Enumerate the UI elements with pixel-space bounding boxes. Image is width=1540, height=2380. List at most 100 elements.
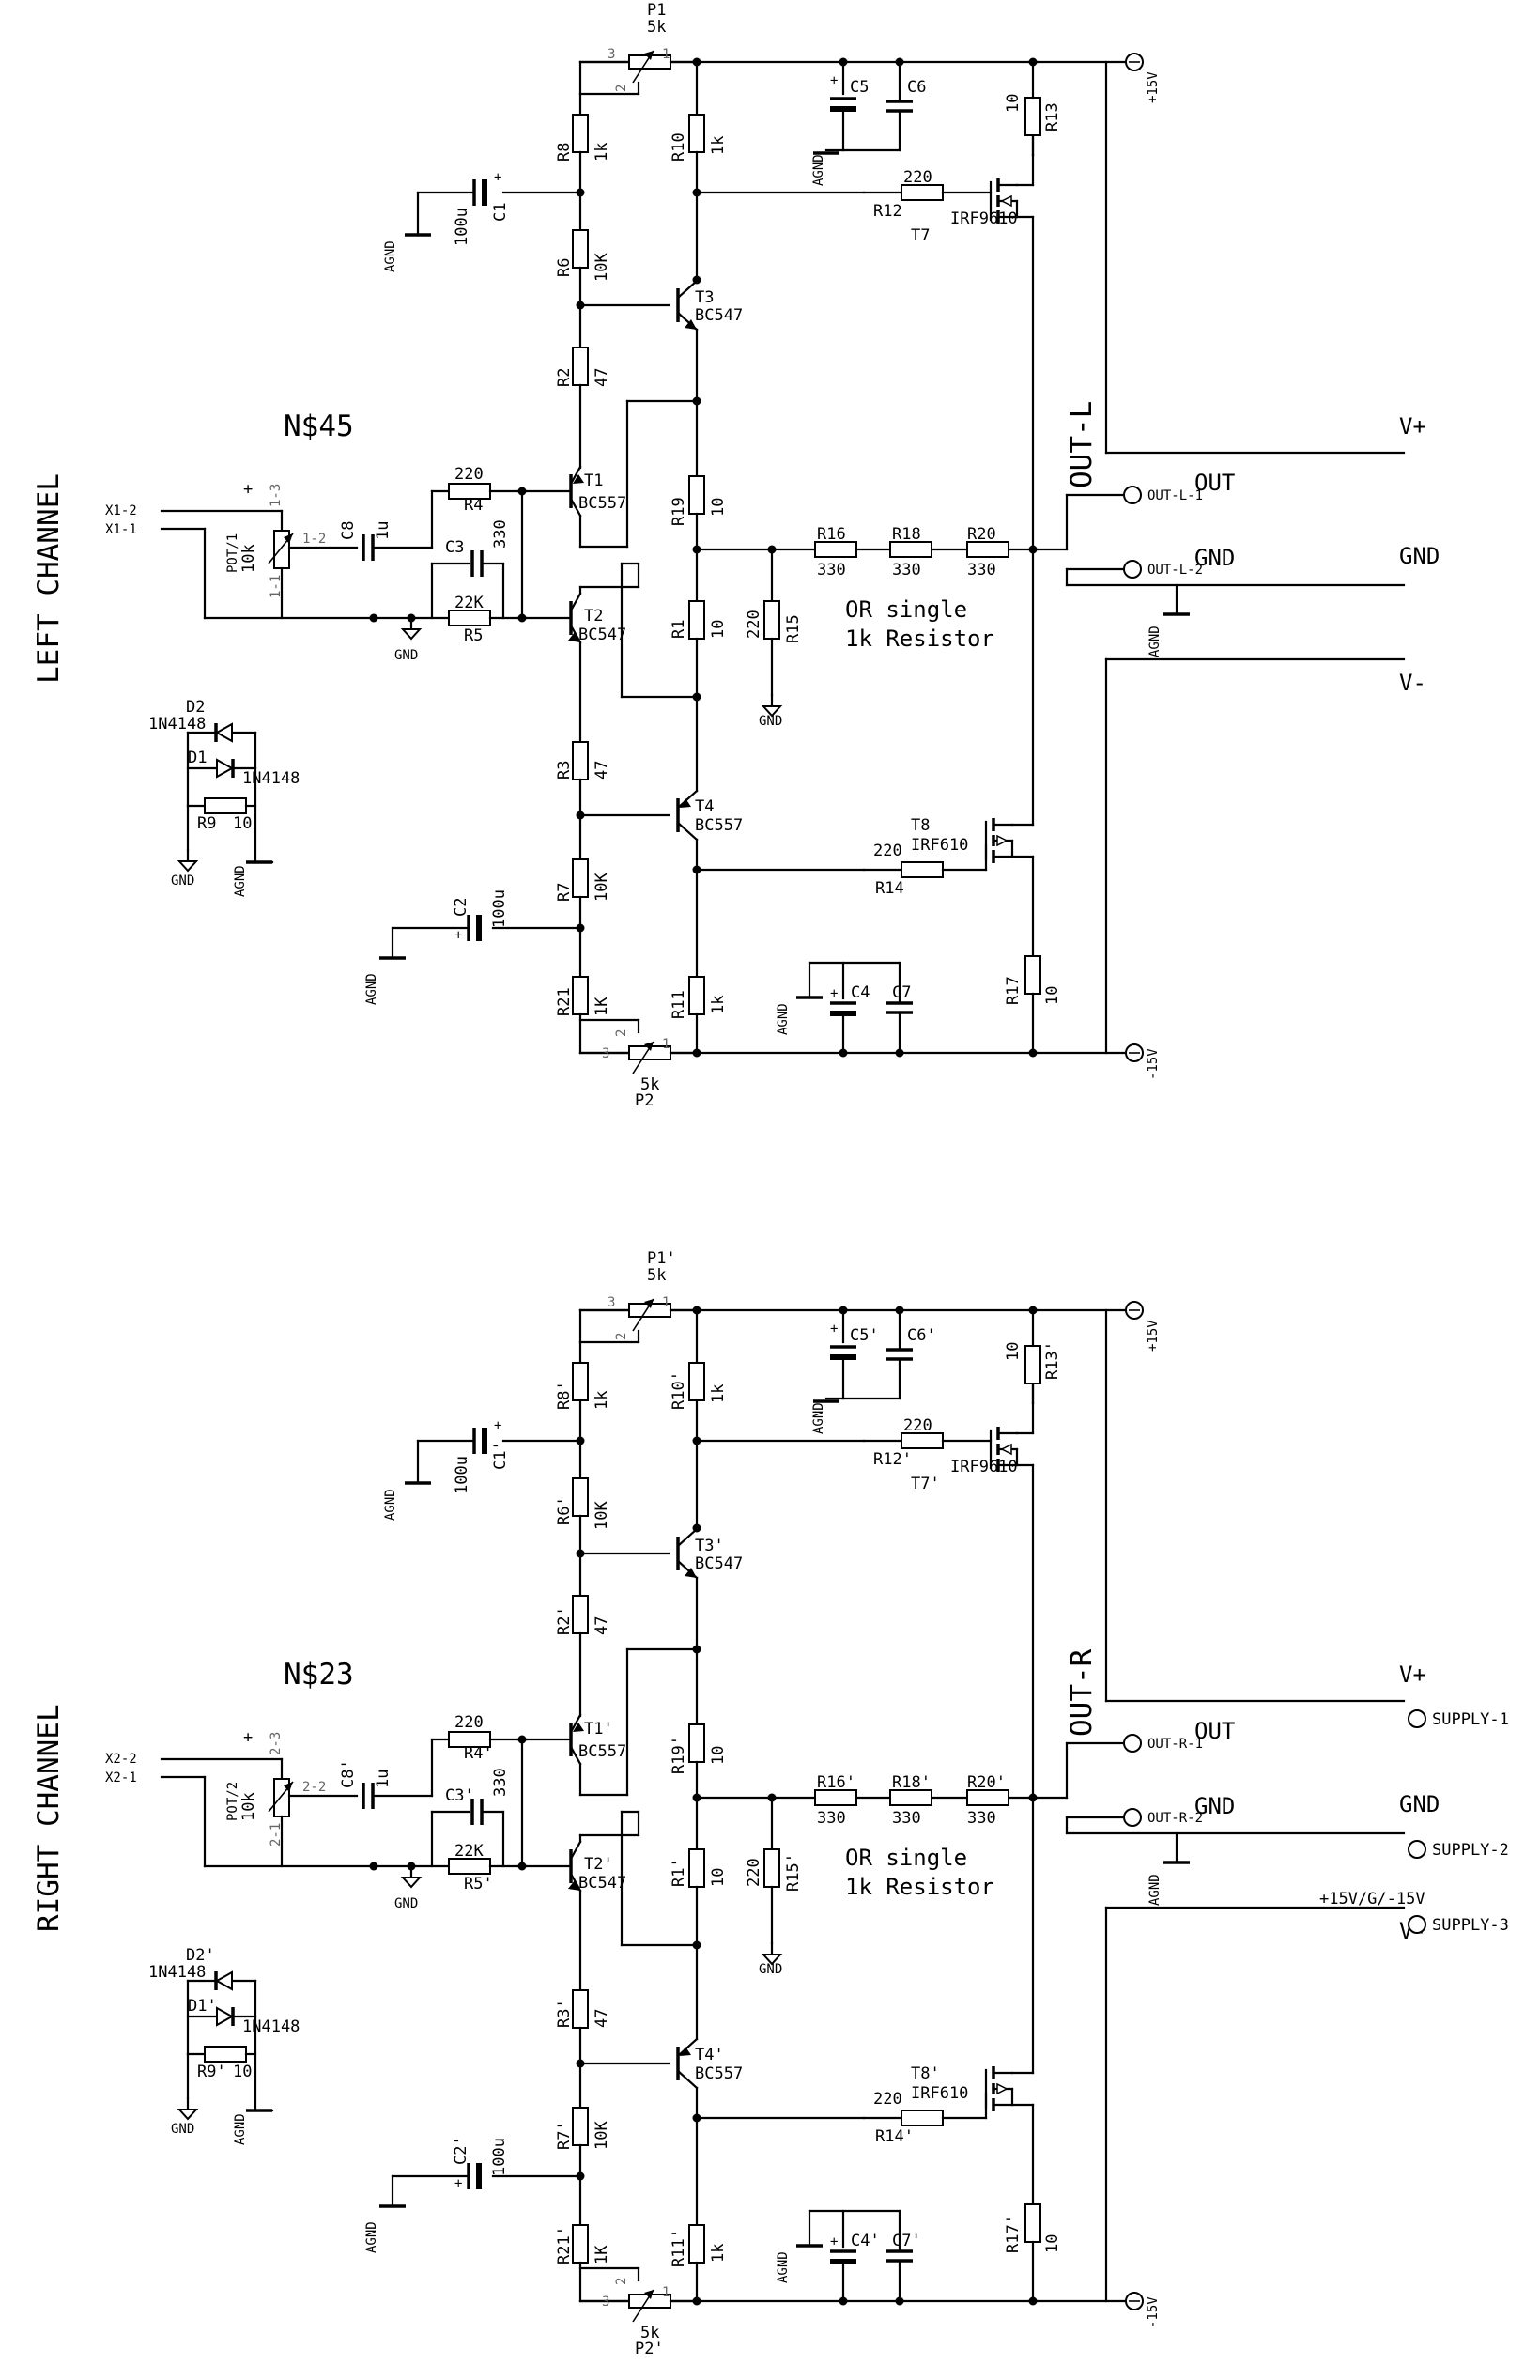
- out-pin-1-label: OUT-L-1: [1147, 488, 1203, 503]
- r15-value: 220: [745, 610, 763, 639]
- r7-name: R7': [555, 2121, 574, 2150]
- pin-num: 1: [662, 1037, 670, 1052]
- note-line-2: 1k Resistor: [845, 1874, 994, 1900]
- r12-name: R12: [873, 202, 902, 221]
- resistor-r6: [572, 1477, 589, 1517]
- ground-input: [400, 616, 423, 641]
- pin-num: 3: [608, 47, 615, 62]
- r1-value: 10: [709, 620, 728, 639]
- supply-3-label: SUPPLY-3: [1432, 1916, 1509, 1935]
- vneg-pin: [1125, 1043, 1144, 1062]
- r13-name: R13': [1043, 1341, 1062, 1380]
- gnd-label: GND: [759, 1962, 782, 1977]
- resistor-r18: [889, 541, 932, 558]
- vgnd-label: GND: [1399, 1791, 1440, 1817]
- t3-name: T3': [695, 1537, 724, 1555]
- r8-value: 1k: [593, 1391, 611, 1410]
- r12-name: R12': [873, 1450, 912, 1469]
- supply-1-label: SUPPLY-1: [1432, 1710, 1509, 1729]
- t7-name: T7: [911, 226, 930, 245]
- r8-name: R8: [555, 143, 574, 162]
- t2-type: BC547: [578, 626, 626, 644]
- resistor-r19: [688, 475, 705, 515]
- gnd-label: GND: [394, 648, 418, 663]
- supply-2-pin[interactable]: [1408, 1840, 1426, 1859]
- ground-diodes: [177, 848, 199, 873]
- r16-value: 330: [817, 561, 846, 580]
- plus-mark: +: [243, 480, 253, 499]
- r2-value: 47: [593, 368, 611, 387]
- c4-name: C4: [851, 983, 870, 1002]
- agnd-label: AGND: [364, 973, 379, 1005]
- agnd-label: AGND: [1147, 626, 1163, 657]
- resistor-r1: [688, 600, 705, 640]
- r6-name: R6': [555, 1496, 574, 1525]
- resistor-r10: [688, 1362, 705, 1401]
- capacitor-c8: [362, 534, 375, 561]
- r5-name: R5: [464, 626, 483, 645]
- t1-type: BC557: [578, 494, 626, 513]
- r16-name: R16: [817, 525, 846, 544]
- c7-name: C7': [892, 2232, 921, 2250]
- pin-num: 3: [608, 1295, 615, 1310]
- t3-name: T3: [695, 288, 714, 307]
- pot-name: POT/1: [225, 533, 240, 573]
- capacitor-c7: [886, 1001, 913, 1014]
- r3-name: R3: [555, 761, 574, 780]
- c6-name: C6': [907, 1326, 936, 1345]
- d1-type: 1N4148: [242, 2017, 300, 2036]
- gnd-out-label: GND: [1194, 545, 1235, 571]
- pot-value: 10k: [239, 544, 258, 573]
- vplus-label: V+: [1399, 1661, 1426, 1688]
- d1-type: 1N4148: [242, 769, 300, 788]
- c6-name: C6: [907, 78, 926, 97]
- pot-pin: 1-1: [269, 575, 284, 598]
- c5-name: C5': [850, 1326, 879, 1345]
- gnd-label: GND: [759, 714, 782, 729]
- out-pin-1: [1123, 1734, 1142, 1753]
- supply-1-pin[interactable]: [1408, 1709, 1426, 1728]
- c3-name: C3: [445, 538, 464, 557]
- supply-connectors: SUPPLY-1 SUPPLY-2 SUPPLY-3 +15V/G/-15V: [1319, 1709, 1509, 1935]
- p1-value: 5k: [647, 1266, 666, 1285]
- r2-value: 47: [593, 1616, 611, 1635]
- plus-mark: +: [830, 1321, 838, 1337]
- r21-value: 1K: [593, 2245, 611, 2264]
- agnd-label: AGND: [1147, 1874, 1163, 1906]
- r19-value: 10: [709, 1746, 728, 1765]
- t4-name: T4': [695, 2046, 724, 2064]
- resistor-r17: [1024, 2203, 1041, 2243]
- r3-value: 47: [593, 761, 611, 780]
- r2-name: R2': [555, 1606, 574, 1635]
- resistor-r6: [572, 229, 589, 269]
- agnd-label: AGND: [811, 1402, 826, 1434]
- plus-mark: +: [830, 2234, 838, 2249]
- out-label: OUT: [1194, 1718, 1235, 1744]
- r18-name: R18: [892, 525, 921, 544]
- supply-3-pin[interactable]: [1408, 1915, 1426, 1934]
- ground-r15: [761, 1941, 783, 1966]
- mosfet-t7: [989, 178, 1019, 224]
- gnd-label: GND: [394, 1896, 418, 1911]
- vneg-pin: [1125, 2292, 1144, 2310]
- resistor-r17: [1024, 955, 1041, 995]
- resistor-r11: [688, 2224, 705, 2264]
- c7-name: C7: [892, 983, 911, 1002]
- resistor-r3: [572, 741, 589, 780]
- r1-name: R1': [670, 1858, 688, 1887]
- capacitor-c2: [467, 2163, 482, 2189]
- capacitor-c2: [467, 915, 482, 941]
- vpos-label: +15V: [1146, 71, 1161, 103]
- plus-mark: +: [454, 2176, 462, 2191]
- r15-name: R15: [784, 614, 803, 643]
- capacitor-c3: [470, 550, 484, 577]
- r14-name: R14: [875, 879, 904, 898]
- resistor-r8: [572, 1362, 589, 1401]
- agnd-label: AGND: [776, 1003, 791, 1035]
- capacitor-c1: [472, 179, 487, 206]
- agnd-label: AGND: [233, 865, 248, 897]
- r9-name: R9': [197, 2063, 226, 2081]
- resistor-r5: [448, 610, 491, 626]
- r4-name: R4: [464, 496, 483, 515]
- transistor-t4: [676, 789, 699, 842]
